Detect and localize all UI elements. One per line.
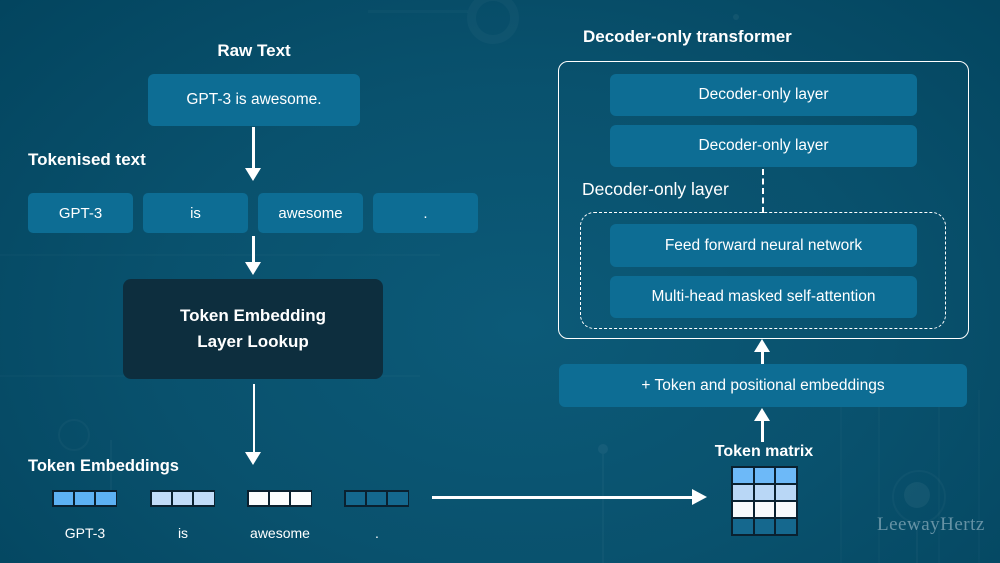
matrix-cell — [733, 468, 753, 483]
circuit-decoration — [878, 390, 880, 563]
arrow-down-head — [245, 168, 261, 181]
embedding-cell — [53, 491, 74, 505]
embedding-label: GPT-3 — [64, 525, 106, 541]
embedding-row — [247, 490, 313, 507]
token-matrix-grid — [731, 466, 798, 536]
embedding-cell — [248, 491, 269, 505]
token-box: is — [143, 193, 248, 233]
matrix-cell — [733, 502, 753, 517]
token-positional-embeddings-box: + Token and positional embeddings — [559, 364, 967, 407]
arrow-down-raw-to-tokens — [252, 127, 255, 169]
circuit-decoration — [938, 390, 940, 563]
matrix-cell — [754, 519, 774, 534]
token-box: GPT-3 — [28, 193, 133, 233]
matrix-cell — [754, 502, 774, 517]
dashed-connector-line — [762, 169, 764, 213]
self-attention-box: Multi-head masked self-attention — [610, 276, 917, 318]
raw-text-box: GPT-3 is awesome. — [148, 74, 360, 126]
matrix-cell — [776, 502, 796, 517]
arrow-down-tokens-to-lookup — [252, 236, 255, 263]
embedding-row — [344, 490, 410, 507]
matrix-cell — [776, 519, 796, 534]
embedding-cell — [95, 491, 116, 505]
circuit-decoration — [58, 419, 90, 451]
matrix-cell — [733, 519, 753, 534]
token-embeddings-heading: Token Embeddings — [28, 457, 179, 475]
lookup-label-line1: Token Embedding — [179, 306, 327, 325]
token-matrix-heading: Token matrix — [714, 443, 814, 460]
arrow-down-head — [245, 262, 261, 275]
arrow-right-embeddings-to-matrix — [432, 496, 694, 499]
circuit-decoration — [467, 0, 519, 44]
token-box: awesome — [258, 193, 363, 233]
embedding-cell — [290, 491, 311, 505]
feed-forward-box: Feed forward neural network — [610, 224, 917, 267]
matrix-cell — [776, 485, 796, 500]
arrow-down-head — [245, 452, 261, 465]
decoder-layer-detail-box — [580, 212, 946, 329]
decoder-layer-box: Decoder-only layer — [610, 74, 917, 116]
embedding-cell — [151, 491, 172, 505]
circuit-decoration — [733, 14, 739, 20]
circuit-decoration — [602, 454, 604, 563]
token-embedding-lookup-box: Token Embedding Layer Lookup — [123, 279, 383, 379]
watermark-logo: LeewayHertz — [877, 514, 985, 535]
arrow-up-matrix-to-embeddings — [761, 419, 764, 442]
matrix-cell — [733, 485, 753, 500]
tokenised-text-heading: Tokenised text — [28, 150, 146, 169]
matrix-cell — [754, 485, 774, 500]
decoder-layer-box: Decoder-only layer — [610, 125, 917, 167]
embedding-cell — [366, 491, 387, 505]
circuit-decoration — [368, 10, 468, 13]
matrix-cell — [754, 468, 774, 483]
embedding-cell — [387, 491, 408, 505]
embedding-label: . — [375, 525, 379, 541]
circuit-decoration — [978, 390, 980, 563]
token-box: . — [373, 193, 478, 233]
arrow-right-head — [692, 489, 707, 505]
circuit-decoration — [0, 254, 440, 256]
embedding-cell — [345, 491, 366, 505]
embedding-row — [150, 490, 216, 507]
arrow-down-lookup-to-embeddings — [252, 384, 255, 453]
raw-text-heading: Raw Text — [217, 41, 291, 60]
lookup-label-line2: Layer Lookup — [197, 332, 309, 351]
transformer-container-box — [558, 61, 969, 339]
decoder-layer-label: Decoder-only layer — [582, 179, 729, 199]
embedding-cell — [172, 491, 193, 505]
circuit-decoration — [904, 482, 930, 508]
embedding-cell — [193, 491, 214, 505]
embedding-label: is — [177, 525, 189, 541]
decoder-transformer-heading: Decoder-only transformer — [583, 27, 792, 46]
arrow-up-head — [754, 339, 770, 352]
embedding-row — [52, 490, 118, 507]
embedding-cell — [269, 491, 290, 505]
matrix-cell — [776, 468, 796, 483]
circuit-decoration — [840, 390, 842, 563]
embedding-cell — [74, 491, 95, 505]
arrow-up-head — [754, 408, 770, 421]
embedding-label: awesome — [250, 525, 310, 541]
circuit-decoration — [598, 444, 608, 454]
arrow-up-embeddings-to-transformer — [761, 350, 764, 364]
